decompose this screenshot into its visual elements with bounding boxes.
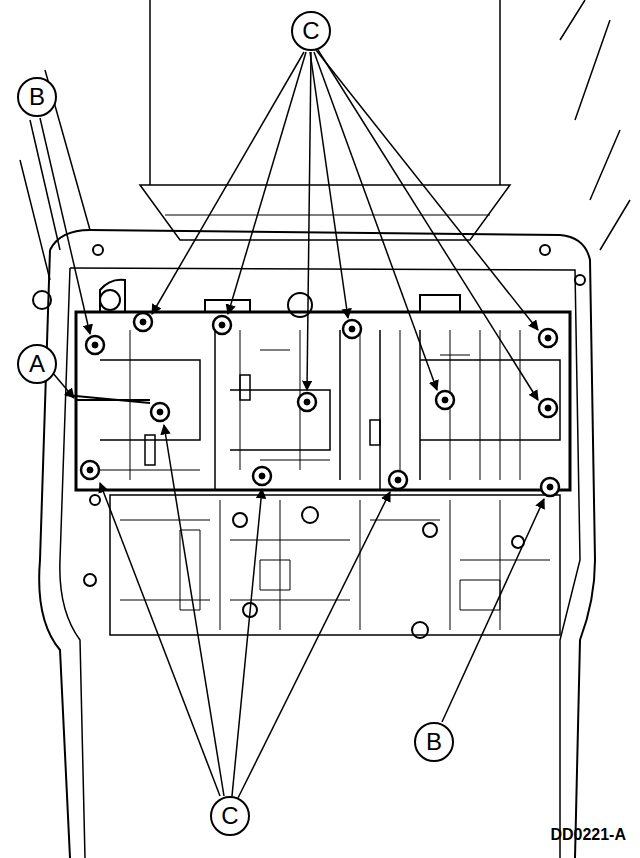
callout-letter: C: [221, 804, 238, 828]
callout-circle: B: [17, 77, 57, 117]
figure-code: DD0221-A: [550, 826, 626, 844]
callout-letter: B: [29, 85, 45, 109]
callout-letter: A: [29, 352, 45, 376]
callout-letter: B: [426, 730, 442, 754]
callout-circle: C: [291, 11, 331, 51]
callout-circle: A: [17, 344, 57, 384]
callout-circle: B: [414, 722, 454, 762]
callout-circle: C: [210, 796, 250, 836]
callout-letter: C: [302, 19, 319, 43]
